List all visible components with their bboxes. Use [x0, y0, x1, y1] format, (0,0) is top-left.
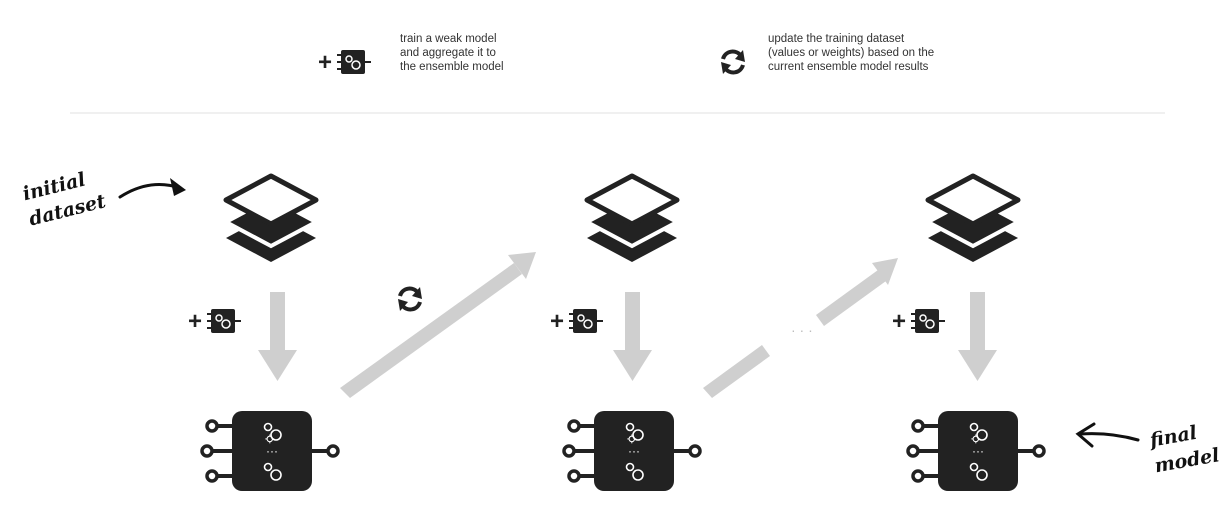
- dataset-stack-icon-1: [226, 176, 316, 262]
- down-arrow-2: [613, 292, 652, 381]
- legend-train-icon: [317, 48, 372, 77]
- ensemble-model-icon-2: [564, 411, 700, 491]
- legend-update-label: update the training dataset (values or w…: [768, 33, 935, 73]
- ellipsis: · · ·: [791, 322, 813, 338]
- train-weak-model-icon-3: [891, 307, 946, 336]
- legend-train-label: train a weak model and aggregate it to t…: [400, 33, 504, 73]
- dataset-stack-icon-2: [587, 176, 677, 262]
- final-model-arrowhead: [1075, 422, 1096, 448]
- train-weak-model-icon-1: [187, 307, 242, 336]
- ensemble-model-icon-3: [908, 411, 1044, 491]
- dataset-stack-icon-3: [928, 176, 1018, 262]
- train-weak-model-icon-2: [549, 307, 604, 336]
- legend-update-icon: [719, 48, 747, 76]
- update-dataset-icon: [396, 285, 424, 313]
- initial-dataset-arrow: [118, 183, 182, 199]
- diagonal-arrow-2: [703, 258, 898, 398]
- down-arrow-3: [958, 292, 997, 381]
- diagonal-arrow-1: [340, 252, 536, 398]
- initial-dataset-arrowhead: [170, 178, 186, 196]
- ensemble-model-icon-1: [202, 411, 338, 491]
- flow-arrows: [258, 252, 997, 398]
- down-arrow-1: [258, 292, 297, 381]
- final-model-arrow: [1078, 432, 1140, 442]
